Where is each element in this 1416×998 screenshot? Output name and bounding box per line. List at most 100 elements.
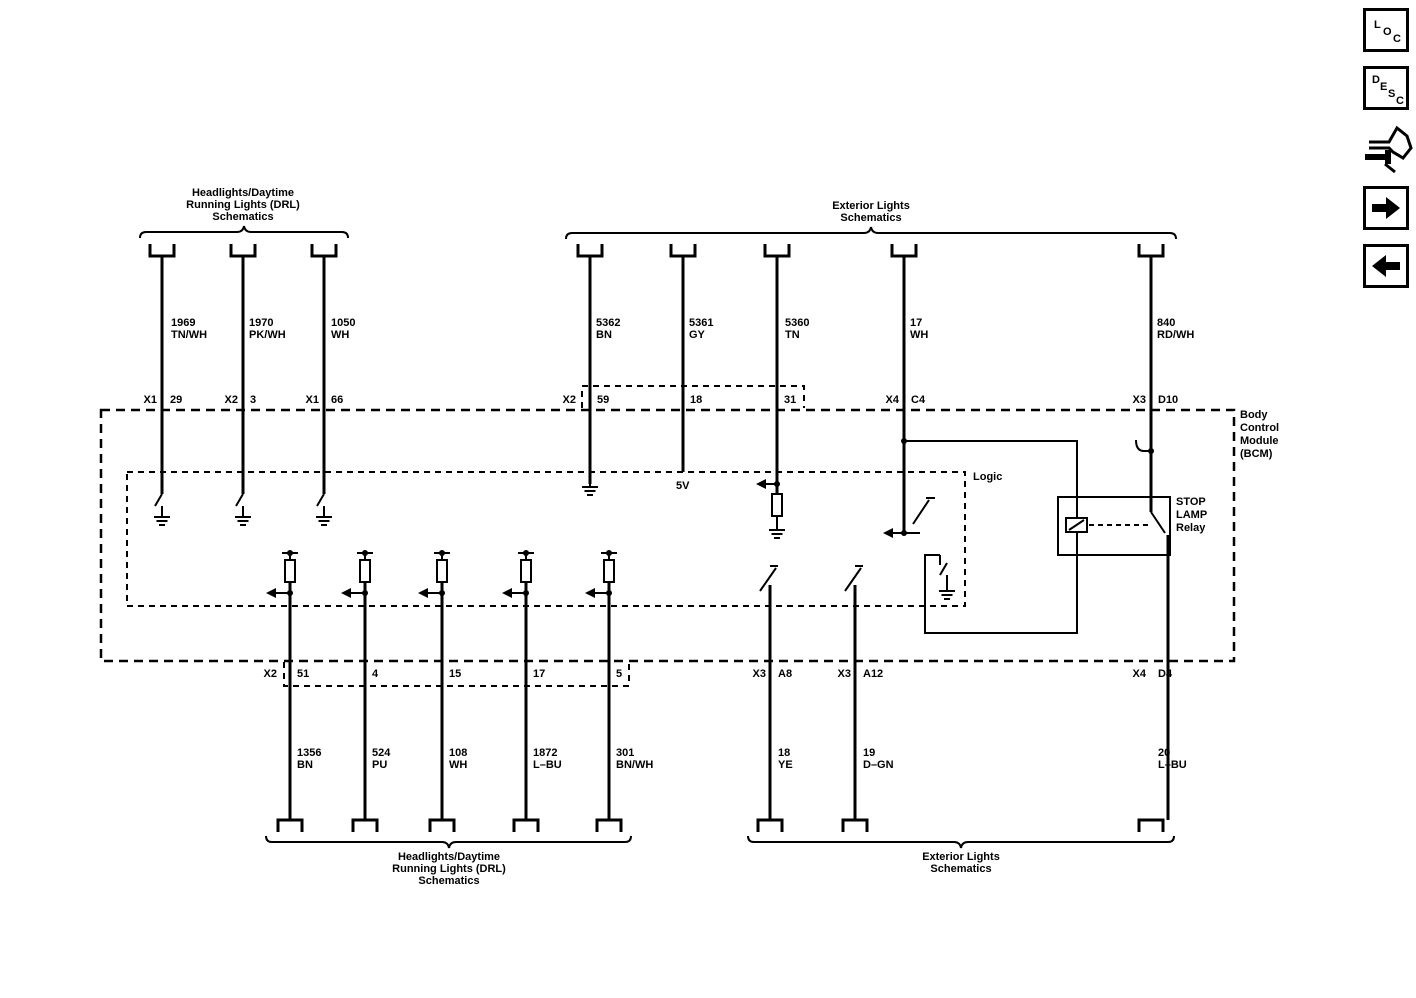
arrow-right-icon [1372, 197, 1400, 219]
bottom-drl-bracket [265, 835, 632, 849]
wire-label-circuit: 301 [616, 747, 634, 759]
pin-label: D4 [1158, 668, 1173, 680]
bottom-drl-label-1: Headlights/Daytime [398, 851, 500, 863]
wire-label-color: BN/WH [616, 759, 653, 771]
module-label-2: Control [1240, 422, 1279, 434]
wire-label-circuit: 20 [1158, 747, 1170, 759]
pin-label: 59 [597, 394, 609, 406]
arrow-left-icon [1372, 255, 1400, 277]
desc-letter-s: S [1388, 88, 1395, 100]
wire-label-circuit: 840 [1157, 317, 1175, 329]
description-button[interactable]: D E S C [1363, 66, 1409, 110]
connector-label: X2 [264, 668, 277, 680]
wire-label-color: BN [297, 759, 313, 771]
bottom-drl-label-2: Running Lights (DRL) [392, 863, 506, 875]
bottom-wire-labels: 1356 BN 524 PU 108 WH 1872 L–BU 301 BN/W… [297, 747, 1187, 771]
wire-label-circuit: 1356 [297, 747, 321, 759]
desc-letter-c: C [1396, 95, 1404, 107]
pin-label: 66 [331, 394, 343, 406]
exterior-output-switches [759, 565, 863, 820]
pin-label: A12 [863, 668, 883, 680]
connector-label: X2 [563, 394, 576, 406]
relay-label-2: LAMP [1176, 509, 1207, 521]
bottom-ext-bracket [747, 835, 1175, 849]
pin-label: 5 [616, 668, 622, 680]
wire-label-circuit: 524 [372, 747, 391, 759]
connector-label: X3 [838, 668, 851, 680]
wire-label-circuit: 108 [449, 747, 467, 759]
wire-label-color: L–BU [1158, 759, 1187, 771]
wire-label-color: D–GN [863, 759, 894, 771]
pin-label: 17 [533, 668, 545, 680]
wires [160, 256, 1170, 820]
connector-label: X1 [144, 394, 157, 406]
wire-label-circuit: 5361 [689, 317, 713, 329]
loc-letter-o: O [1383, 26, 1392, 38]
bottom-connectors [276, 818, 1165, 832]
logic-label: Logic [973, 471, 1002, 483]
connector-label: X3 [753, 668, 766, 680]
x2-bottom-connector-outline [283, 662, 630, 687]
bottom-ext-label-1: Exterior Lights [922, 851, 1000, 863]
wire-label-circuit: 18 [778, 747, 790, 759]
connector-label: X4 [1133, 668, 1147, 680]
x2-connector-outline [581, 385, 805, 408]
output-drivers [266, 550, 617, 820]
pin-label: D10 [1158, 394, 1178, 406]
loc-letter-c: C [1393, 33, 1401, 45]
wire-label-color: PK/WH [249, 329, 286, 341]
bottom-ext-label-2: Schematics [930, 863, 991, 875]
wire-label-circuit: 5360 [785, 317, 809, 329]
module-label-1: Body [1240, 409, 1268, 421]
wire-label-circuit: 1969 [171, 317, 195, 329]
connector-label: X1 [306, 394, 319, 406]
bottom-drl-label-3: Schematics [418, 875, 479, 887]
drl-input-switches [153, 493, 333, 526]
wire-label-circuit: 1050 [331, 317, 355, 329]
stop-lamp-relay [1057, 439, 1171, 556]
voltage-label: 5V [676, 480, 690, 492]
wire-label-circuit: 1872 [533, 747, 557, 759]
connector-label: X2 [225, 394, 238, 406]
connector-view-icon [1365, 125, 1413, 174]
wire-label-color: WH [331, 329, 349, 341]
top-drl-label-3: Schematics [212, 211, 273, 223]
top-pin-labels: X1 29 X2 3 X1 66 X2 59 18 31 X4 C4 X3 D1… [144, 394, 1179, 406]
location-button[interactable]: L O C [1363, 8, 1409, 52]
loc-letter-l: L [1374, 19, 1381, 31]
pin-label: A8 [778, 668, 792, 680]
wire-label-color: PU [372, 759, 387, 771]
module-label-3: Module [1240, 435, 1279, 447]
connector-view-button[interactable] [1363, 124, 1413, 174]
module-label-4: (BCM) [1240, 448, 1273, 460]
desc-letter-e: E [1380, 81, 1387, 93]
wire-label-color: TN/WH [171, 329, 207, 341]
pin-label: 3 [250, 394, 256, 406]
relay-control-circuit [883, 438, 1078, 634]
pin-label: 4 [372, 668, 379, 680]
wire-label-color: GY [689, 329, 706, 341]
wire-label-color: RD/WH [1157, 329, 1194, 341]
connector-label: X3 [1133, 394, 1146, 406]
connector-label: X4 [886, 394, 900, 406]
relay-label-1: STOP [1176, 496, 1206, 508]
pin-label: C4 [911, 394, 926, 406]
wire-label-color: L–BU [533, 759, 562, 771]
pin-label: 51 [297, 668, 309, 680]
pin-label: 31 [784, 394, 796, 406]
top-drl-label-2: Running Lights (DRL) [186, 199, 300, 211]
relay-label-3: Relay [1176, 522, 1206, 534]
wire-label-color: WH [449, 759, 467, 771]
top-connectors [148, 244, 1165, 258]
wire-label-color: BN [596, 329, 612, 341]
wire-label-color: YE [778, 759, 793, 771]
next-page-button[interactable] [1363, 186, 1409, 230]
top-ext-label-1: Exterior Lights [832, 200, 910, 212]
logic-outline [126, 471, 966, 607]
wire-label-circuit: 19 [863, 747, 875, 759]
desc-letter-d: D [1372, 74, 1380, 86]
previous-page-button[interactable] [1363, 244, 1409, 288]
top-drl-label-1: Headlights/Daytime [192, 187, 294, 199]
pin-label: 15 [449, 668, 461, 680]
